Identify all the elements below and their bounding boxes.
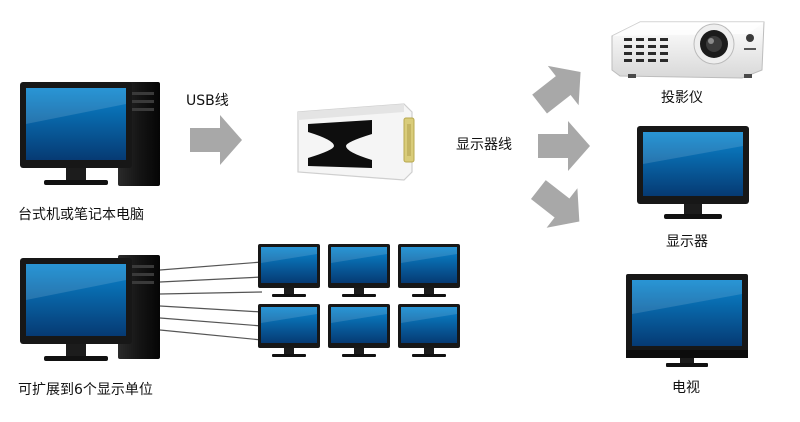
small-monitor-icon <box>258 244 320 297</box>
usb-cable-label: USB线 <box>186 93 229 109</box>
tv-label: 电视 <box>672 380 700 396</box>
small-monitor-icon <box>328 244 390 297</box>
source-computer-icon <box>20 82 160 186</box>
monitor-icon <box>637 126 749 219</box>
expanded-computer-icon <box>20 255 160 361</box>
tv-icon <box>626 274 748 367</box>
right-arrow-icon <box>538 121 590 171</box>
right-arrow-icon <box>190 115 242 165</box>
display-cable-label: 显示器线 <box>456 137 512 153</box>
usb-display-adapter-icon <box>297 103 415 181</box>
connection-lines <box>159 261 263 341</box>
right-arrow-icon <box>532 65 581 114</box>
projector-icon <box>611 21 765 79</box>
expanded-monitors <box>258 244 460 357</box>
small-monitor-icon <box>398 304 460 357</box>
small-monitor-icon <box>328 304 390 357</box>
expand-label: 可扩展到6个显示单位 <box>18 382 153 398</box>
right-arrow-icon <box>530 180 580 228</box>
source-pc-label: 台式机或笔记本电脑 <box>18 207 144 223</box>
projector-label: 投影仪 <box>661 90 703 106</box>
monitor-label: 显示器 <box>666 234 708 250</box>
small-monitor-icon <box>258 304 320 357</box>
small-monitor-icon <box>398 244 460 297</box>
